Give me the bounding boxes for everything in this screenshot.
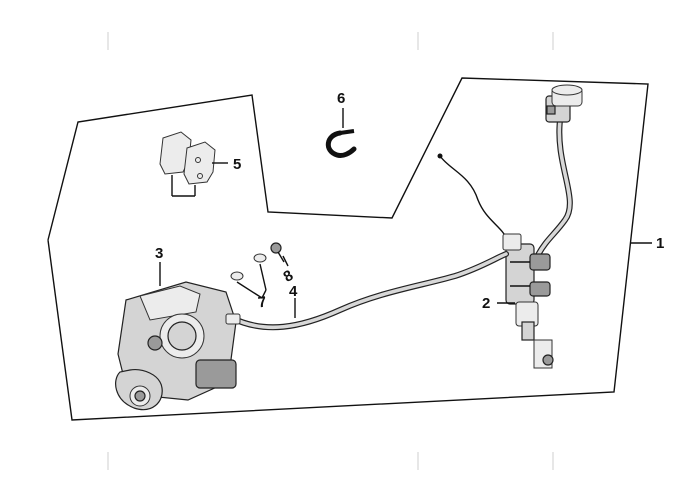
- brake-caliper[interactable]: [115, 281, 241, 411]
- callout-3: 3: [155, 245, 163, 262]
- callout-6: 6: [337, 90, 345, 107]
- callout-2: 2: [482, 295, 490, 312]
- banjo-bolt-washers[interactable]: [230, 242, 285, 281]
- brake-light-switch-wire: [439, 155, 509, 241]
- master-cylinder[interactable]: [502, 233, 554, 369]
- registration-ticks: [107, 32, 554, 470]
- leader-7: [236, 281, 267, 300]
- brake-fluid-reservoir[interactable]: [535, 84, 583, 258]
- assembly-boundary: [47, 77, 649, 421]
- switch-wire-terminal: [437, 153, 443, 159]
- hose-clip[interactable]: [325, 129, 357, 158]
- callout-1: 1: [656, 235, 664, 252]
- brake-hose[interactable]: [229, 251, 509, 331]
- leader-8: [282, 255, 289, 267]
- callout-4: 4: [289, 283, 298, 300]
- callout-5: 5: [233, 156, 241, 173]
- callout-7: 7: [257, 293, 268, 311]
- brake-pad-set[interactable]: [159, 131, 216, 197]
- leader-7b: [259, 263, 267, 291]
- callout-8: 8: [281, 267, 297, 286]
